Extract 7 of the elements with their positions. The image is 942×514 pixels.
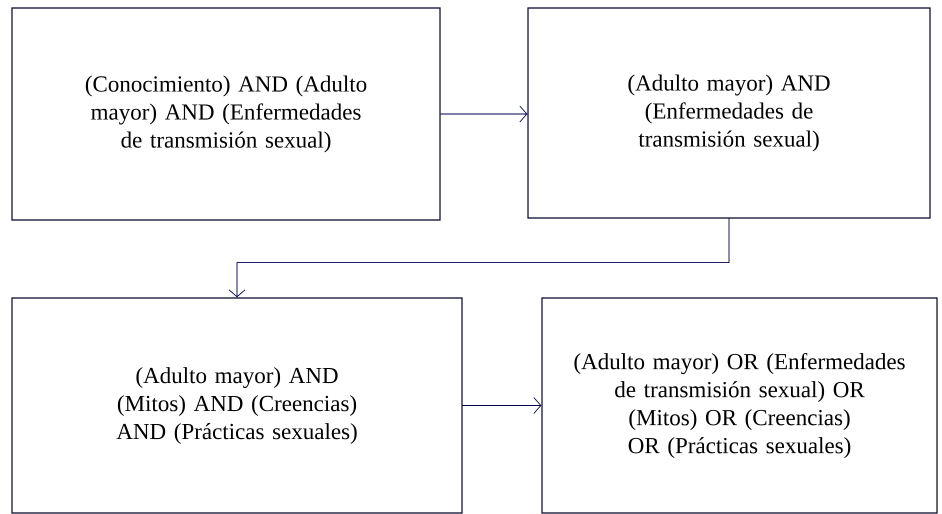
- arrow: [462, 397, 542, 414]
- query-box: (Conocimiento) AND (Adulto mayor) AND (Enfermedades de transmisión sexual): [11, 7, 441, 221]
- query-box: (Adulto mayor) AND (Mitos) AND (Creencias) AND (Prácticas sexuales): [11, 297, 463, 514]
- query-box: (Adulto mayor) AND (Enfermedades de transmisión sexual): [527, 7, 931, 219]
- arrow: [440, 106, 528, 122]
- query-box: (Adulto mayor) OR (Enfermedades de transmisión sexual) OR (Mitos) OR (Creencias) OR (Prácticas sexuales): [541, 297, 938, 514]
- arrow: [228, 218, 730, 298]
